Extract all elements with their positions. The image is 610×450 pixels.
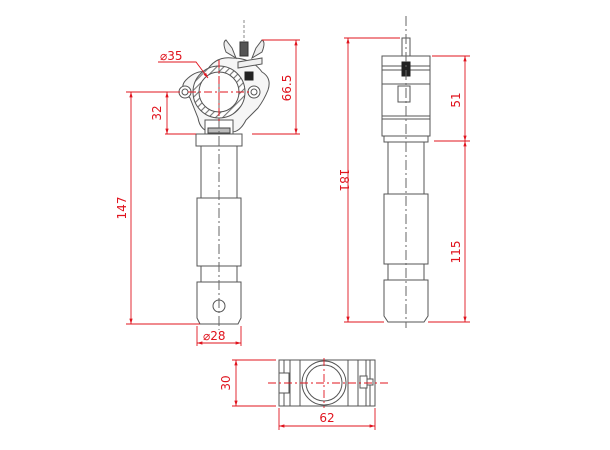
clamp-height-label: 66.5 — [280, 75, 294, 102]
tube-diameter-label: ⌀35 — [160, 49, 183, 63]
top-view-dimensions — [232, 359, 376, 430]
spigot-length-label: 115 — [449, 241, 463, 264]
depth-label: 30 — [219, 375, 233, 390]
front-view-dimensions — [126, 39, 300, 346]
overall-length-label: 147 — [115, 197, 129, 220]
side-view-dimensions — [344, 37, 470, 323]
clamp-section-height-label: 51 — [449, 92, 463, 107]
wing-nut — [223, 20, 265, 99]
overall-height-label: 181 — [337, 169, 351, 192]
spigot-diameter-label: ⌀28 — [203, 329, 226, 343]
width-label: 62 — [319, 411, 334, 425]
front-view — [178, 20, 270, 330]
side-view — [381, 16, 431, 328]
clamp-center-height-label: 32 — [150, 105, 164, 120]
